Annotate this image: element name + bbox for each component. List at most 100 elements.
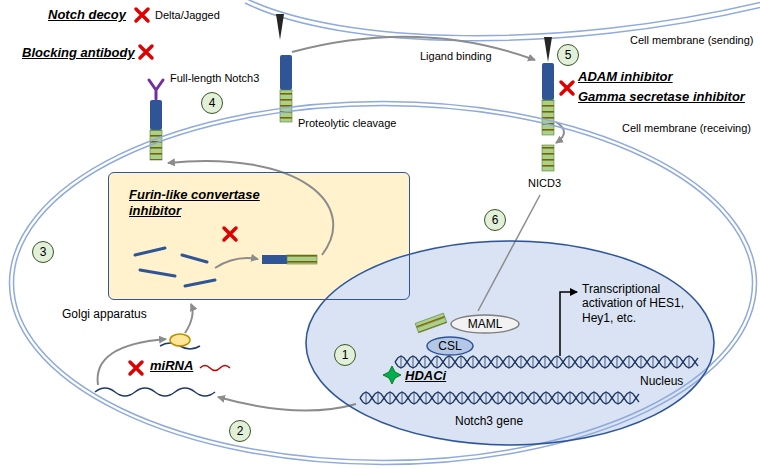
dna-helix — [360, 392, 639, 404]
notch3-receptor — [262, 255, 287, 264]
compartment-fill — [108, 172, 715, 446]
compartment-fill — [305, 240, 715, 446]
dna-helix — [425, 356, 426, 368]
annotation-label: ADAM inhibitor — [578, 69, 673, 85]
mrna — [95, 388, 215, 396]
dna-helix — [360, 392, 639, 404]
dna-helix — [390, 392, 391, 404]
dna-helix — [521, 356, 522, 368]
ligand — [544, 37, 552, 62]
callout-number: 2 — [237, 424, 244, 438]
annotation-label: Full-length Notch3 — [170, 72, 259, 85]
dna-helix — [582, 392, 583, 404]
dna-helix — [449, 356, 450, 368]
dna-helix — [509, 356, 510, 368]
callout-number: 6 — [492, 213, 499, 227]
flow-arrow — [218, 397, 356, 411]
notch3-receptor — [280, 55, 292, 90]
annotation-label: Golgi apparatus — [62, 307, 147, 321]
dna-helix — [413, 356, 414, 368]
node-text: Cell membrane (receiving) — [622, 122, 751, 135]
notch3-receptor — [542, 63, 554, 100]
dna-helix — [629, 356, 630, 368]
node-text: Furin-like convertase inhibitor — [129, 187, 304, 218]
callout-number: 6 — [484, 209, 506, 231]
dna-helix — [570, 392, 571, 404]
dna-helix — [474, 392, 475, 404]
dna-helix — [401, 356, 402, 368]
annotation-label: Delta/Jagged — [155, 9, 220, 22]
mrna — [95, 334, 230, 396]
notch3-receptor — [150, 100, 162, 130]
antibody — [149, 80, 163, 99]
flow-arrow — [185, 304, 193, 333]
annotation-label: Ligand binding — [420, 50, 492, 63]
dna-helix — [618, 392, 619, 404]
mrna — [170, 334, 190, 346]
dna-helix — [395, 356, 698, 368]
sending-membrane — [245, 0, 760, 36]
dna-helix — [534, 392, 535, 404]
notch3-receptor — [280, 90, 292, 122]
transcription-arrow — [560, 292, 577, 356]
dna-helix — [522, 392, 523, 404]
dna-helix — [486, 392, 487, 404]
dna-helix — [498, 392, 499, 404]
dna-helix — [665, 356, 666, 368]
golgi-rod — [185, 280, 215, 286]
mrna — [200, 366, 230, 371]
inhibition-mark — [224, 228, 236, 240]
transcription-arrow — [560, 292, 577, 356]
node-text: Nucleus — [640, 374, 683, 388]
nucleus-ellipse-outline — [306, 241, 714, 445]
callout-number: 1 — [334, 344, 356, 366]
dna-helix — [557, 356, 558, 368]
cell-membrane-receiving-outline — [14, 106, 753, 461]
dna-helix — [605, 356, 606, 368]
dna-helix — [593, 356, 594, 368]
annotation-label: HDACi — [405, 368, 446, 384]
csl-protein-outline — [427, 337, 473, 355]
dna-helix — [510, 392, 511, 404]
callout-number: 4 — [201, 92, 223, 114]
dna-helix — [558, 392, 559, 404]
inhibition-mark — [561, 82, 573, 94]
dna-helix — [546, 392, 547, 404]
dna-helix — [689, 356, 690, 368]
dna-helix — [461, 356, 462, 368]
protein-label: MAML — [468, 317, 503, 331]
dna-helix — [414, 392, 415, 404]
dna-helix — [606, 392, 607, 404]
flow-arrow — [292, 37, 535, 60]
dna-helix — [462, 392, 463, 404]
csl-protein: CSL — [426, 336, 474, 356]
dna-helix — [569, 356, 570, 368]
flow-arrow — [168, 161, 333, 255]
flow-arrow — [556, 122, 564, 143]
antibody — [149, 80, 163, 99]
notch3-receptor — [542, 145, 554, 171]
golgi-rod — [135, 248, 215, 286]
dna-helix — [395, 356, 698, 368]
callout-number: 5 — [565, 48, 572, 62]
dna-helix — [437, 356, 438, 368]
annotation-label: Transcriptional activation of HES1, Hey1… — [582, 282, 692, 325]
inhibition-mark — [130, 362, 142, 374]
golgi-rod — [140, 270, 175, 276]
dna-helix — [545, 356, 546, 368]
annotation-label: Gamma secretase inhibitor — [578, 89, 745, 105]
dna-helix — [653, 356, 654, 368]
flow-arrow — [478, 195, 540, 311]
annotation-label: NICD3 — [528, 177, 561, 190]
callout-number: 3 — [40, 245, 47, 259]
annotation-label: Proteolytic cleavage — [298, 117, 396, 130]
dna-helix — [485, 356, 486, 368]
nucleus-ellipse: NucleusNotch3 geneMAMLCSL1 — [305, 240, 715, 446]
protein-label: CSL — [438, 339, 461, 353]
notch3-receptor — [542, 100, 554, 135]
dna-helix — [533, 356, 534, 368]
dna-helix — [366, 392, 367, 404]
dna-helix — [473, 356, 474, 368]
annotation-label: miRNA — [150, 358, 193, 374]
dna-helix — [426, 392, 427, 404]
